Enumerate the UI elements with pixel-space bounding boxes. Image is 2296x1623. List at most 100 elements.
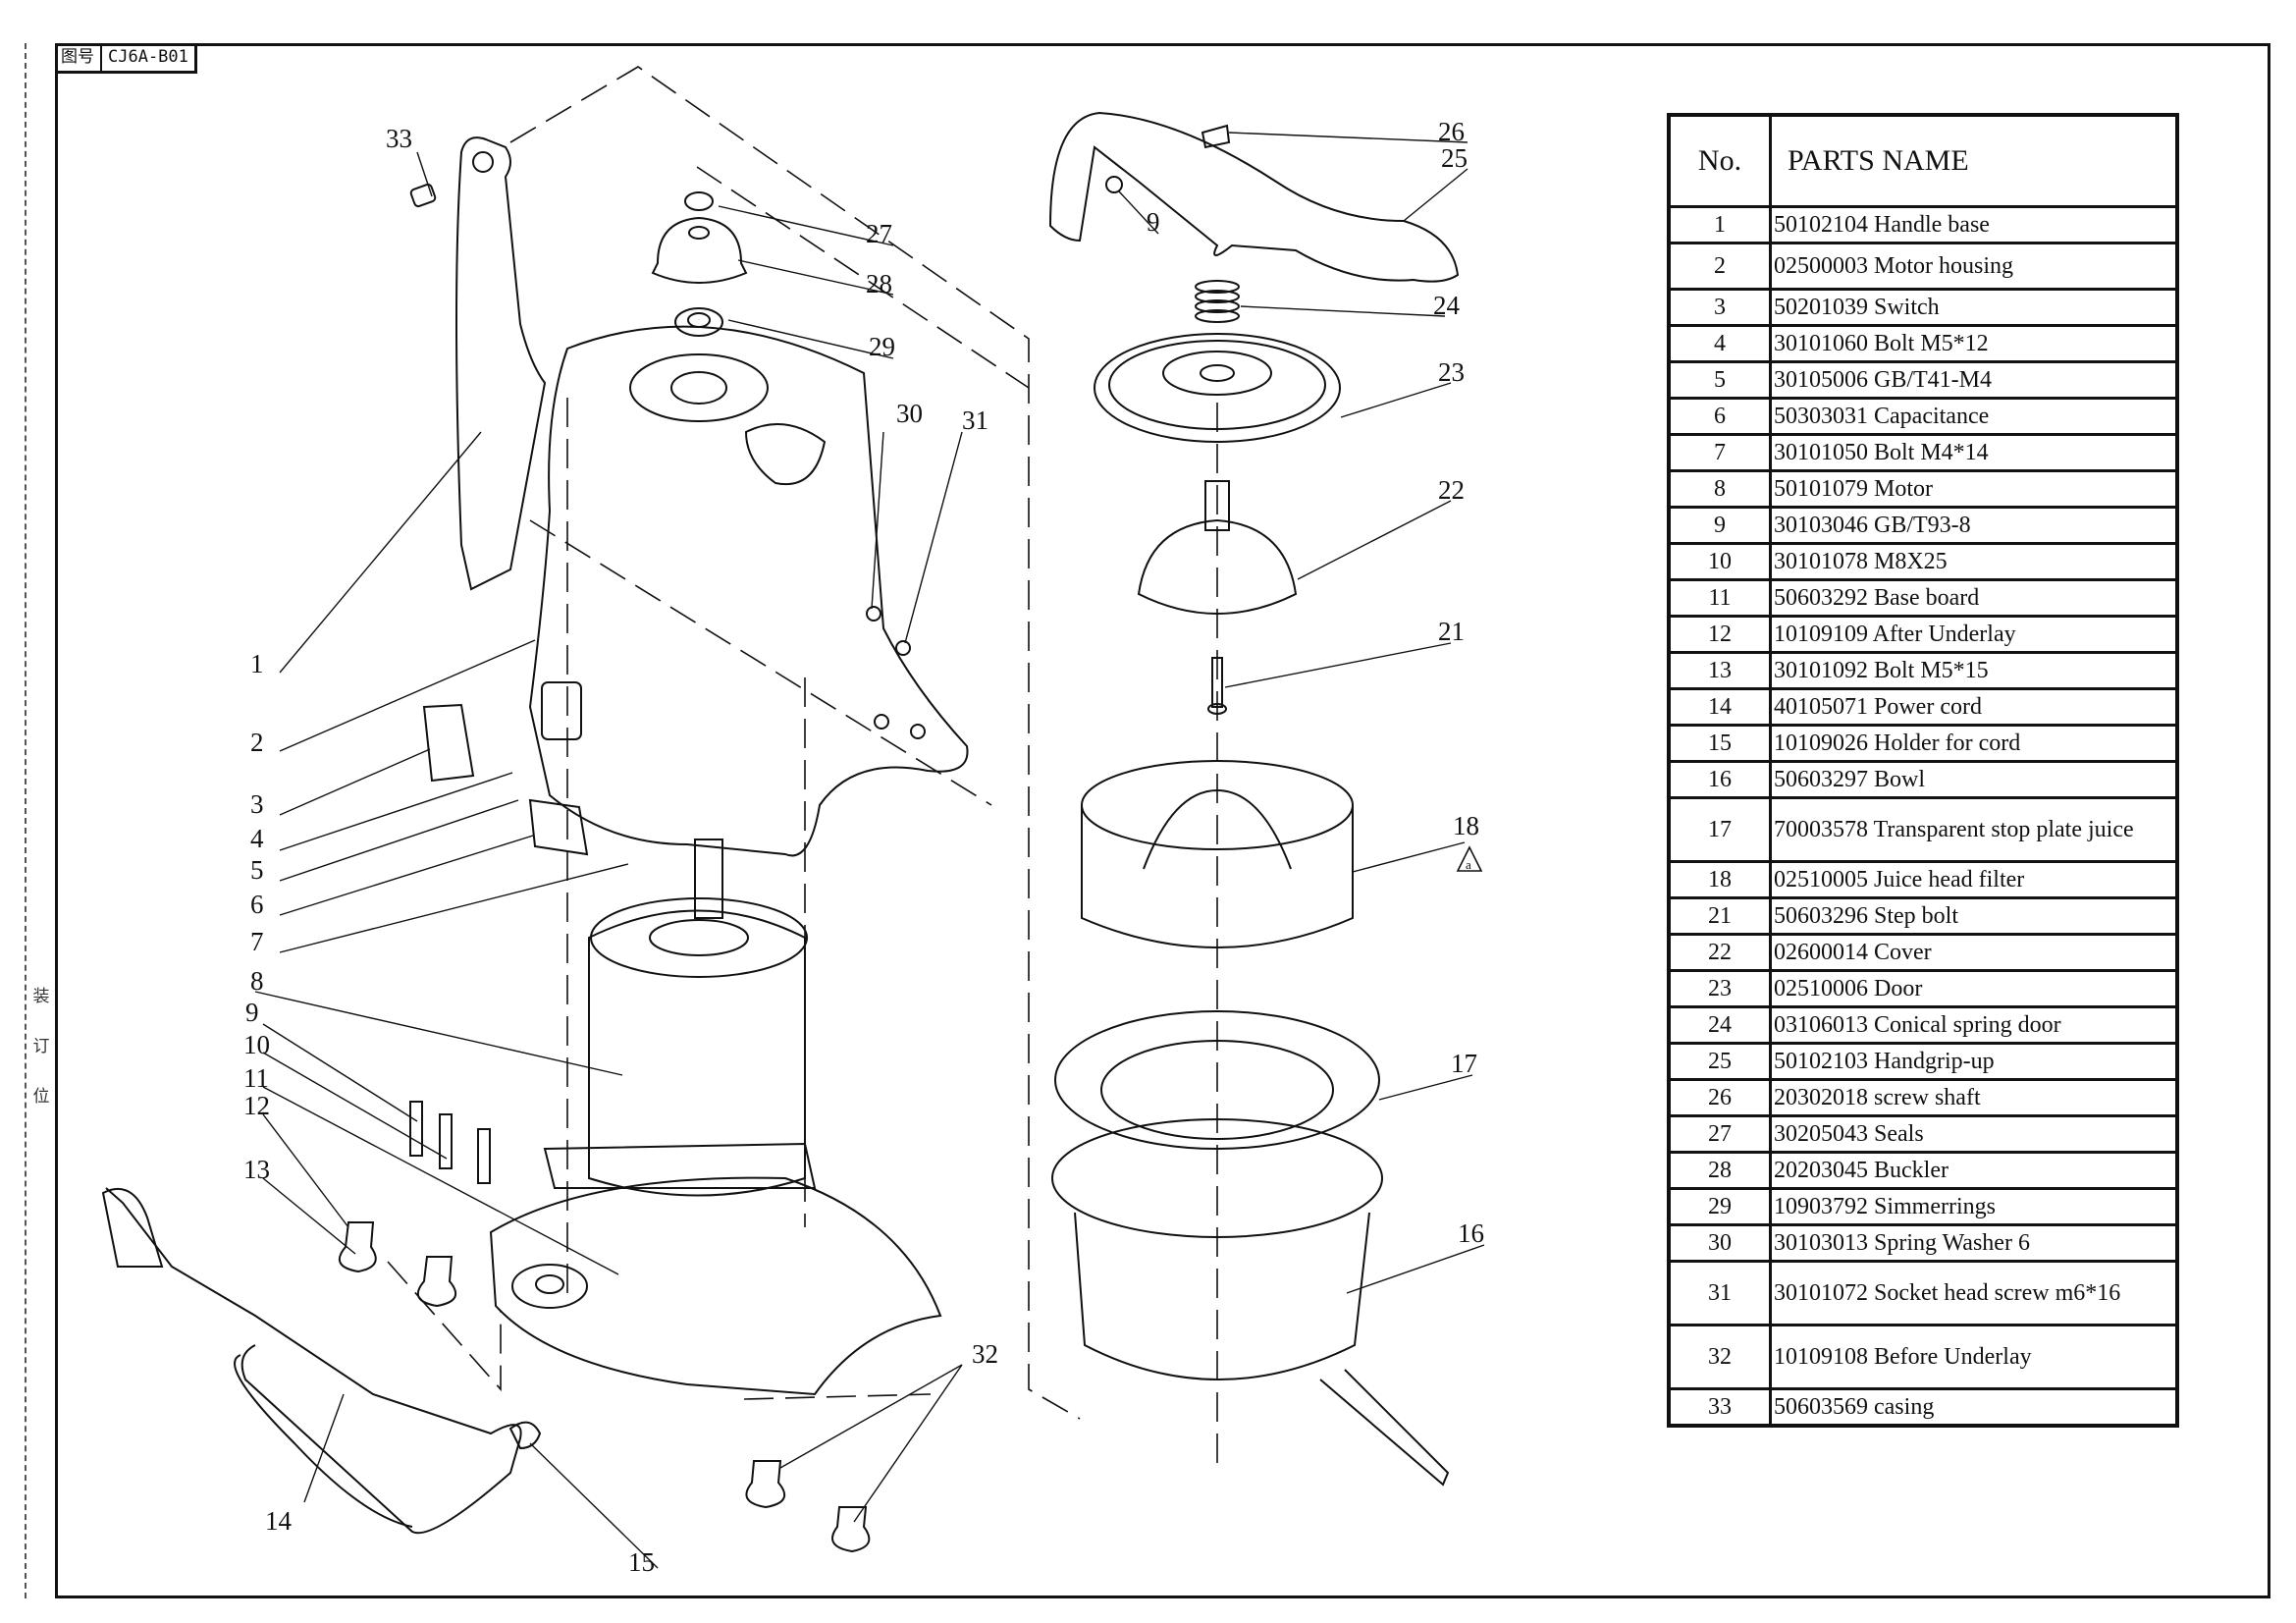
part-name: 02510006 Door [1769,969,2179,1008]
part-name: 50603292 Base board [1769,578,2179,618]
part-number: 26 [1667,1078,1772,1117]
part-stop-plate-and-bowl [1051,1010,1450,1487]
part-name: 50102103 Handgrip-up [1769,1042,2179,1081]
part-number: 16 [1667,760,1772,799]
callout-4: 4 [250,824,264,853]
part-number: 11 [1667,578,1772,618]
part-name: 02600014 Cover [1769,933,2179,972]
drawing-number: CJ6A-B01 [108,47,188,67]
binding-margin-text: 装 订 位 [29,982,53,1107]
part-number: 15 [1667,724,1772,763]
part-name: 30205043 Seals [1769,1114,2179,1154]
callout-1: 1 [250,649,264,678]
part-number: 27 [1667,1114,1772,1154]
part-spring-door [1094,280,1341,443]
part-juice-filter [1081,760,1354,948]
revision-letter: a [1466,857,1471,872]
callout-14: 14 [265,1506,293,1536]
part-name: 50303031 Capacitance [1769,397,2179,436]
part-name: 10109109 After Underlay [1769,615,2179,654]
part-name: 30101092 Bolt M5*15 [1769,651,2179,690]
part-number: 8 [1667,469,1772,509]
binding-char: 订 [32,1037,50,1056]
callout-13: 13 [243,1155,270,1184]
part-number: 2 [1667,242,1772,291]
part-name: 10903792 Simmerrings [1769,1187,2179,1226]
part-number: 24 [1667,1005,1772,1045]
callout-7: 7 [250,927,264,956]
part-number: 17 [1667,796,1772,863]
part-number: 21 [1667,896,1772,936]
callout-27: 27 [866,219,892,248]
header-parts-name: PARTS NAME [1769,113,2179,208]
title-block: 图号 CJ6A-B01 [55,43,197,74]
callout-5: 5 [250,855,264,885]
callout-11: 11 [243,1063,269,1093]
part-name: 10109026 Holder for cord [1769,724,2179,763]
part-name: 30103013 Spring Washer 6 [1769,1223,2179,1263]
part-number: 32 [1667,1324,1772,1390]
part-name: 10109108 Before Underlay [1769,1324,2179,1390]
binding-char: 装 [32,987,50,1006]
part-base-board [489,1176,942,1396]
part-motor-housing [528,325,969,857]
callout-33: 33 [386,124,412,153]
callout-3: 3 [250,789,264,819]
callout-2: 2 [250,728,264,757]
callout-21: 21 [1438,617,1465,646]
callout-23: 23 [1438,357,1465,387]
part-name: 30105006 GB/T41-M4 [1769,360,2179,400]
callout-9: 9 [245,998,259,1027]
callout-30: 30 [896,399,923,428]
part-number: 4 [1667,324,1772,363]
callout-12: 12 [243,1091,270,1120]
leader-lines [254,132,1485,1569]
callout-26: 26 [1438,117,1465,146]
callout-18: 18 [1453,811,1479,840]
part-number: 25 [1667,1042,1772,1081]
part-name: 02500003 Motor housing [1769,242,2179,291]
part-name: 50603297 Bowl [1769,760,2179,799]
callout-16: 16 [1458,1218,1484,1248]
part-number: 29 [1667,1187,1772,1226]
callout-32: 32 [972,1339,998,1369]
part-number: 7 [1667,433,1772,472]
part-name: 03106013 Conical spring door [1769,1005,2179,1045]
callout-15: 15 [628,1547,655,1577]
part-number: 6 [1667,397,1772,436]
part-number: 1 [1667,205,1772,244]
part-name: 30103046 GB/T93-8 [1769,506,2179,545]
part-number: 14 [1667,687,1772,727]
callout-22: 22 [1438,475,1465,505]
part-number: 9 [1667,506,1772,545]
part-name: 20302018 screw shaft [1769,1078,2179,1117]
callout-24: 24 [1433,291,1461,320]
part-name: 50101079 Motor [1769,469,2179,509]
callout-labels: 1 2 3 4 5 6 7 8 9 10 11 12 13 14 15 16 1… [243,117,1484,1577]
part-name: 30101078 M8X25 [1769,542,2179,581]
part-name: 50201039 Switch [1769,288,2179,327]
part-name: 20203045 Buckler [1769,1151,2179,1190]
part-number: 18 [1667,860,1772,899]
callout-10: 10 [243,1030,270,1059]
part-name: 02510005 Juice head filter [1769,860,2179,899]
